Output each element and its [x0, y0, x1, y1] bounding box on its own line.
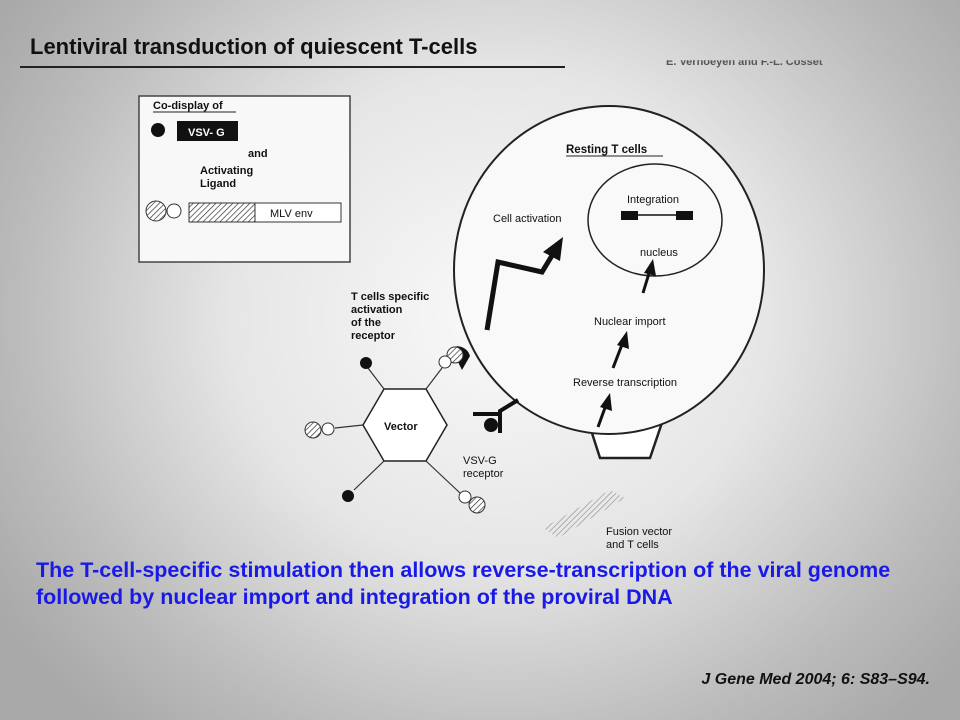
cell-membrane — [453, 105, 765, 435]
vector-particle: Vector — [304, 355, 486, 514]
ligand-spike-left-hatched-icon — [304, 421, 322, 439]
receptor-note-line1: T cells specific — [351, 291, 429, 303]
nuclear-import-arrow-head-icon — [617, 331, 629, 349]
activation-arrow-head-icon — [543, 237, 563, 261]
vsvg-receptor-line1: VSV-G — [463, 455, 497, 467]
reverse-transcription-arrow-head-icon — [600, 393, 612, 411]
author-credit: E. Verhoeyen and F.-L. Cosset — [666, 56, 823, 68]
nucleus-arrow-head-icon — [644, 259, 656, 276]
resting-t-cell: Resting T cells Integration nucleus Cell… — [453, 105, 765, 460]
activating-line2: Ligand — [200, 178, 236, 190]
mlv-label: MLV env — [270, 208, 313, 220]
legend-box: Co-display of VSV- G and Activating Liga… — [138, 95, 351, 263]
vsvg-dot-icon — [151, 123, 165, 137]
legend-and: and — [248, 148, 268, 160]
fusion-line1: Fusion vector — [606, 526, 672, 538]
ligand-spike-bottom-right-open-icon — [458, 490, 472, 504]
vector-label: Vector — [384, 421, 418, 433]
legend-frame — [138, 95, 351, 263]
vsvg-receptor-icon — [473, 398, 520, 433]
receptor-note-line2: activation — [351, 304, 403, 316]
ligand-spike-top-right-icon — [438, 355, 452, 369]
vsvg-spike-top-left-icon — [360, 357, 372, 369]
integration-label: Integration — [627, 194, 679, 206]
ligand-spike-left-open-icon — [321, 422, 335, 436]
ligand-hatched-circle-icon — [145, 200, 167, 222]
cell-heading: Resting T cells — [566, 144, 647, 156]
vsvg-receptor: VSV-G receptor — [463, 398, 520, 480]
cell-activation-label: Cell activation — [493, 213, 561, 225]
fusion-line2: and T cells — [606, 539, 659, 551]
legend-heading: Co-display of — [153, 100, 223, 112]
slide-caption: The T-cell-specific stimulation then all… — [36, 558, 891, 609]
ligand-spike-bottom-right-hatched-icon — [468, 496, 486, 514]
slide-title: Lentiviral transduction of quiescent T-c… — [30, 34, 478, 59]
transduction-diagram: Co-display of VSV- G and Activating Liga… — [138, 95, 765, 551]
receptor-annotation: T cells specific activation of the recep… — [351, 291, 470, 370]
mlv-hatched-bar — [188, 202, 256, 223]
receptor-note-line3: of the — [351, 317, 381, 329]
vsvg-label-box — [177, 121, 238, 141]
reverse-transcription-arrow — [596, 404, 608, 428]
title-underline — [20, 66, 565, 68]
fusion-annotation: Fusion vector and T cells — [543, 490, 672, 551]
vsvg-bound-dot-icon — [484, 418, 498, 432]
receptor-bound-ligand-icon — [446, 346, 464, 364]
fusion-hatched-band — [543, 490, 625, 538]
nucleus-label: nucleus — [640, 247, 678, 259]
vsvg-receptor-line2: receptor — [463, 468, 504, 480]
mlv-label-box — [254, 202, 342, 223]
provirus-ltr-right — [676, 211, 693, 220]
activation-zigzag-arrow — [484, 247, 559, 331]
provirus-ltr-left — [621, 211, 638, 220]
nucleus-membrane — [587, 163, 723, 277]
activating-line1: Activating — [200, 165, 253, 177]
ligand-open-circle-icon — [166, 203, 182, 219]
vsvg-spike-bottom-left-icon — [342, 490, 354, 502]
journal-citation: J Gene Med 2004; 6: S83–S94. — [701, 671, 930, 688]
vsvg-label: VSV- G — [188, 127, 225, 139]
reverse-transcription-label: Reverse transcription — [573, 377, 677, 389]
nuclear-import-label: Nuclear import — [594, 316, 666, 328]
receptor-note-line4: receptor — [351, 330, 396, 342]
